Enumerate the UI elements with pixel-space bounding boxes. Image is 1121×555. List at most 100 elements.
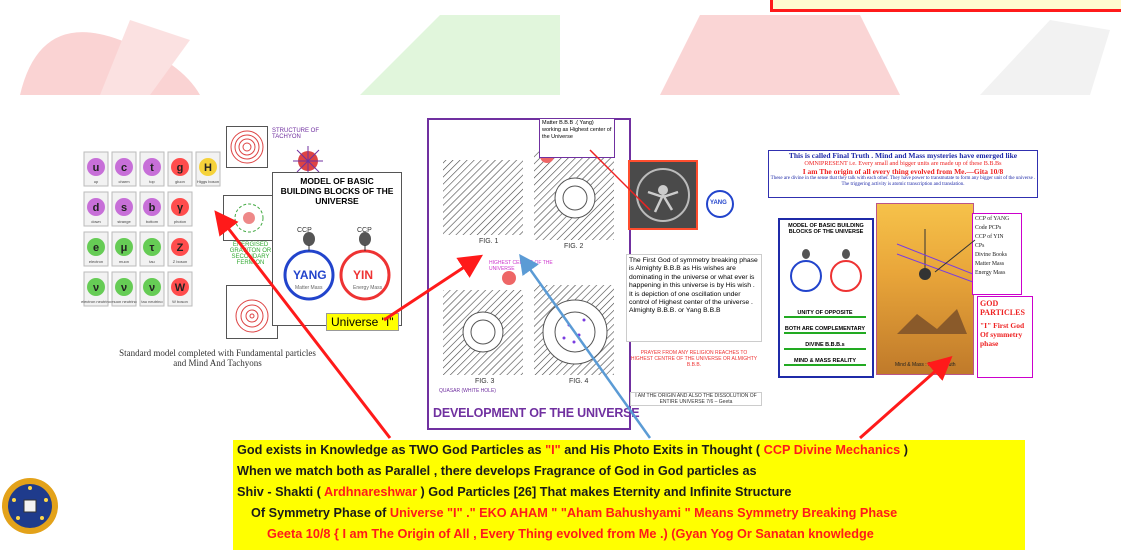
line1-e: )	[900, 443, 908, 457]
particle-name: top	[149, 179, 155, 184]
particle-name: muon neutrino	[111, 299, 137, 304]
omnipresent-line: OMNIPRESENT i.e. Every small and bigger …	[804, 160, 1002, 167]
development-title: DEVELOPMENT OF THE UNIVERSE	[433, 406, 640, 420]
particle-name: up	[94, 179, 99, 184]
line5: Geeta 10/8 { I am The Origin of All , Ev…	[267, 527, 874, 541]
legend-item: Energy Mass	[975, 269, 1006, 276]
particle-name: electron neutrino	[81, 299, 112, 304]
line3-a: Shiv - Shakti (	[237, 485, 324, 499]
prayer-text: PRAYER FROM ANY RELIGION REACHES TO HIGH…	[630, 350, 758, 368]
legend-item: CPs	[975, 242, 985, 249]
particle-symbol: e	[93, 242, 99, 254]
quasar-label: QUASAR (WHITE HOLE)	[439, 388, 496, 394]
particle-name: bottom	[146, 219, 159, 224]
particle-name: tau neutrino	[141, 299, 163, 304]
particle-cell: c charm	[111, 151, 137, 187]
main-statement: God exists in Knowledge as TWO God Parti…	[233, 440, 1025, 550]
primary-fermion-box	[226, 285, 278, 339]
particle-cell: W W boson	[167, 271, 193, 307]
complementary-text: BOTH ARE COMPLEMENTARY	[784, 326, 866, 334]
divine-line: These are divine in the sense that they …	[770, 176, 1036, 187]
tachyon-label: STRUCTURE OF TACHYON	[272, 128, 319, 140]
particle-cell: d down	[83, 191, 109, 227]
god-particles-box: GOD PARTICLES "I" First God Of symmetry …	[977, 296, 1033, 378]
particle-symbol: W	[175, 282, 186, 294]
primary-boson-box	[226, 126, 268, 168]
line1-c: and His Photo Exits in Thought (	[560, 443, 764, 457]
particle-symbol: ν	[121, 282, 127, 294]
line1-b: "I"	[545, 443, 561, 457]
particle-cell: g gluon	[167, 151, 193, 187]
particle-symbol: H	[204, 162, 212, 174]
line4-a: Of Symmetry Phase of	[251, 506, 390, 520]
small-yang-label: YANG	[710, 200, 727, 206]
yang-sub: Matter Mass	[295, 285, 323, 291]
tachyon-structure: STRUCTURE OF TACHYON	[272, 128, 337, 180]
secondary-fermion-box	[223, 195, 275, 241]
background-watermark	[20, 15, 1110, 95]
matter-bbb-box: Matter B.B.B .( Yang) working as Highest…	[539, 118, 615, 158]
particle-cell: u up	[83, 151, 109, 187]
particle-cell: ν electron neutrino	[81, 271, 112, 307]
particle-cell: H Higgs boson	[195, 151, 221, 187]
legend-item: CCP of YANG	[975, 215, 1010, 222]
particle-symbol: ν	[149, 282, 155, 294]
legend-item: Matter Mass	[975, 260, 1005, 267]
particle-symbol: t	[150, 162, 154, 174]
line3-c: ) God Particles [26] That makes Eternity…	[417, 485, 792, 499]
particle-name: down	[91, 219, 101, 224]
particle-name: gluon	[175, 179, 185, 184]
ccp-left-label: CCP	[297, 227, 312, 234]
particle-cell: t top	[139, 151, 165, 187]
particle-name: tau	[149, 259, 155, 264]
development-panel: FIG. 1 FIG. 2 FIG. 3 FIG. 4 HIGHEST CENT…	[427, 118, 640, 430]
unity-text: UNITY OF OPPOSITE	[784, 310, 866, 318]
line1-d: CCP Divine Mechanics	[763, 443, 901, 457]
particle-symbol: g	[177, 162, 184, 174]
line3-b: Ardhnareshwar	[323, 485, 418, 499]
final-truth-box: This is called Final Truth . Mind and Ma…	[768, 150, 1038, 198]
mind-mass-text: MIND & MASS REALITY	[784, 358, 866, 366]
first-god-text: The First God of symmetry breaking phase…	[626, 254, 762, 342]
legend-item: Code PCPs	[975, 224, 1002, 231]
yang-label: YANG	[293, 268, 327, 282]
mind-mass-part: Mind & Mass : Part of Truth	[895, 362, 956, 368]
particle-cell: ν tau neutrino	[139, 271, 165, 307]
fig3-label: FIG. 3	[475, 378, 495, 385]
particle-name: charm	[118, 179, 130, 184]
particle-symbol: c	[121, 162, 127, 174]
line2: When we match both as Parallel , there d…	[237, 464, 757, 478]
particle-name: W boson	[172, 299, 188, 304]
line4-b: Universe "I" ." EKO AHAM " "Aham Bahushy…	[389, 506, 898, 520]
left-caption: Standard model completed with Fundamenta…	[119, 348, 316, 368]
particle-symbol: d	[93, 202, 100, 214]
particle-cell: e electron	[83, 231, 109, 267]
particle-name: muon	[119, 259, 129, 264]
particle-symbol: ν	[93, 282, 99, 294]
origin-text: I AM THE ORIGIN AND ALSO THE DISSOLUTION…	[630, 392, 762, 406]
left-model-box: MODEL OF BASIC BUILDING BLOCKS OF THE UN…	[272, 172, 402, 326]
particle-name: electron	[89, 259, 103, 264]
particle-symbol: u	[93, 162, 100, 174]
line1-a: God exists in Knowledge as TWO God Parti…	[237, 443, 546, 457]
particle-cell: ν muon neutrino	[111, 271, 138, 307]
gita-image: Mind & Mass : Part of Truth	[876, 203, 974, 375]
particle-symbol: Z	[177, 242, 184, 254]
small-yang-diagram: YANG	[700, 182, 740, 222]
divine-bbb-text: DIVINE B.B.B.s	[784, 342, 866, 350]
fig2-label: FIG. 2	[564, 243, 584, 250]
universe-i-label: Universe "I"	[326, 313, 399, 331]
yang-yin-diagram	[283, 232, 391, 301]
fig1-label: FIG. 1	[479, 238, 499, 245]
legend-item: CCP of YIN	[975, 233, 1004, 240]
yin-label: YIN	[353, 268, 374, 282]
top-banner-strip	[770, 0, 1121, 12]
particle-name: Z boson	[173, 259, 187, 264]
particle-name: Higgs boson	[197, 179, 219, 184]
